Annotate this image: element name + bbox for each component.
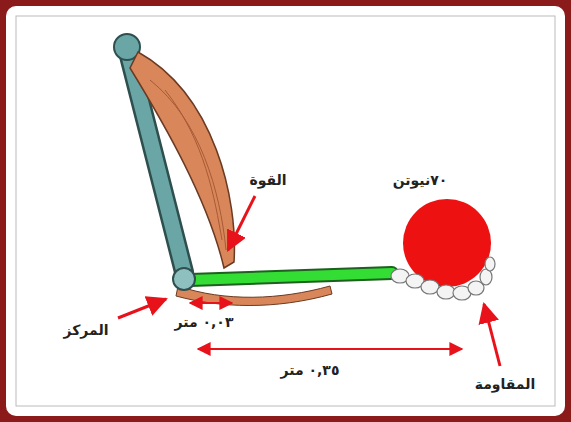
fulcrum-arrow (118, 299, 166, 318)
forearm-bone (190, 273, 392, 280)
weight-label: ٧٠نيوتن (393, 172, 448, 189)
long-dimension (198, 348, 462, 350)
resistance-arrow (484, 304, 500, 366)
resistance-label: المقاومة (475, 376, 536, 393)
forearm-muscle (176, 286, 332, 306)
hand-bones (391, 257, 495, 300)
weight-ball (403, 199, 491, 287)
white-panel (6, 6, 565, 416)
inner-frame (16, 16, 555, 406)
muscle-fibres (150, 80, 226, 250)
elbow-joint (173, 268, 195, 290)
dimension-label: ٠,٣٥ متر (281, 362, 340, 379)
forearm-outline (190, 273, 392, 280)
dimension-label: ٠,٠٣ متر (175, 314, 234, 331)
biceps-muscle (130, 52, 234, 268)
force-arrow (228, 196, 255, 250)
fulcrum-label: المركز (63, 322, 108, 339)
force-label: القوة (249, 172, 286, 189)
short-dimension (190, 302, 232, 304)
